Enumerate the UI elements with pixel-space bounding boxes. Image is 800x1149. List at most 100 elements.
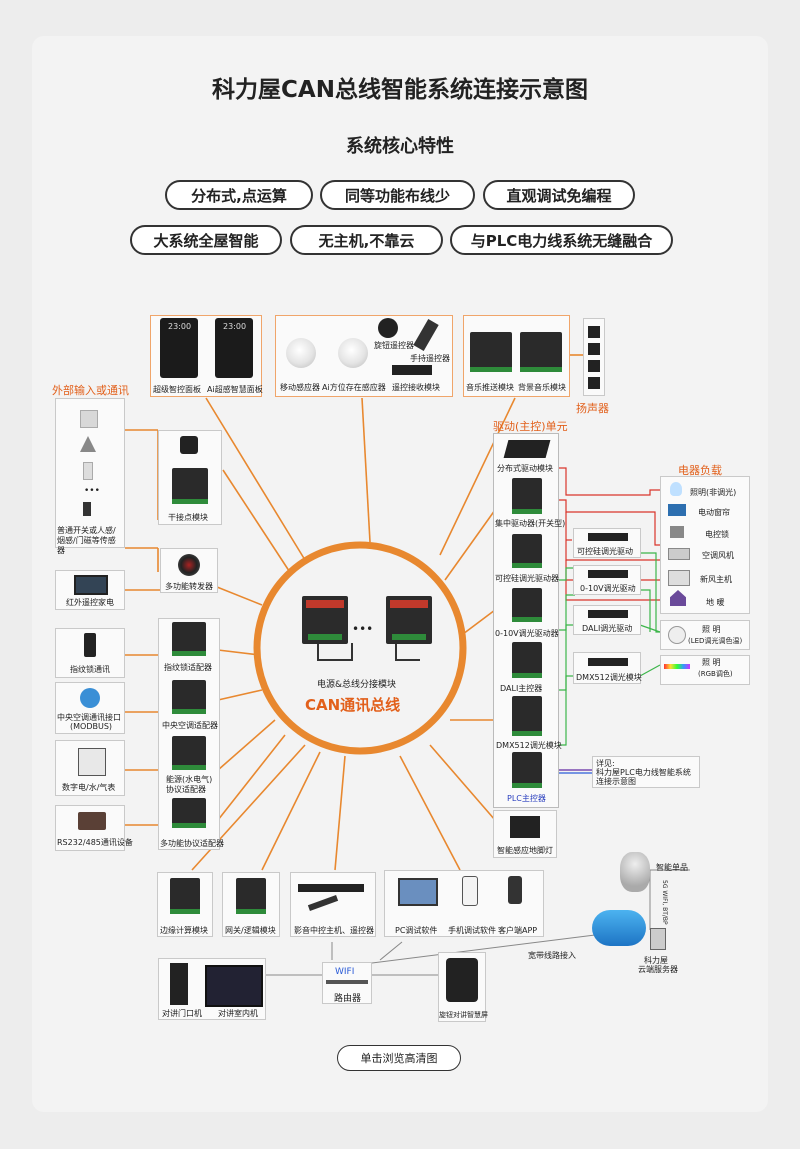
indoor-label: 对讲室内机 <box>218 1009 258 1018</box>
scr-drive-label: 可控硅调光驱动 <box>577 547 633 556</box>
motion-sensor-icon <box>286 338 316 368</box>
door-label: 对讲门口机 <box>162 1009 202 1018</box>
fingerprint-adapter <box>172 622 206 656</box>
footlight-icon <box>510 816 540 838</box>
curtain-label: 电动窗帘 <box>698 508 730 517</box>
loads-box <box>660 476 750 614</box>
knob-label: 旋钮遥控器 <box>374 341 414 350</box>
presence-sensor-icon <box>338 338 368 368</box>
edge-box <box>157 872 213 937</box>
page-title: 科力屋CAN总线智能系统连接示意图 <box>212 77 588 103</box>
fresh-label: 新风主机 <box>700 575 732 584</box>
dali-label: DALI主控器 <box>500 684 543 693</box>
drive-unit-title: 驱动(主控)单元 <box>493 420 568 433</box>
v010-label: 0-10V调光驱动器 <box>495 629 559 638</box>
av-box <box>290 872 376 937</box>
energy-adapter-sublabel: 协议适配器 <box>166 785 206 794</box>
speaker-icon <box>588 343 600 355</box>
app-label: 客户端APP <box>498 926 538 935</box>
wifi-label: WIFI <box>335 967 355 977</box>
smart-screen-icon <box>446 958 478 1002</box>
music-push-module <box>470 332 512 372</box>
knob-icon <box>378 318 398 338</box>
rgb-sublabel: (RGB调色) <box>698 670 733 678</box>
central-label: 集中驱动器(开关型) <box>495 519 566 528</box>
ac-interface-icon <box>80 688 100 708</box>
smart-screen-label: 旋钮对讲智慧屏 <box>439 1011 488 1019</box>
feature-pill-5: 无主机,不靠云 <box>290 225 443 255</box>
speaker-icon <box>588 326 600 338</box>
ir-forwarder-icon <box>178 554 200 576</box>
loads-title: 电器负载 <box>678 464 722 477</box>
feature-pill-1: 分布式,点运算 <box>165 180 313 210</box>
lock-label: 电控锁 <box>705 530 729 539</box>
multi-adapter-label: 多功能协议适配器 <box>160 839 224 848</box>
smart-panel: 23:00 <box>160 318 198 378</box>
motion-label: 移动感应器 <box>280 383 320 392</box>
curtain-icon <box>668 504 686 516</box>
smoke-sensor-icon <box>80 436 96 452</box>
fingerprint-adapter-label: 指纹锁适配器 <box>164 663 212 672</box>
plc-note-box <box>592 756 700 788</box>
v010-drive-label: 0-10V调光驱动 <box>580 584 636 593</box>
av-label: 影音中控主机、遥控器 <box>294 926 374 935</box>
plc-note-label3: 连接示意图 <box>596 777 636 786</box>
server-icon <box>650 928 666 950</box>
router-icon <box>326 980 368 984</box>
ac-device-label: 中央空调通讯接口 <box>57 713 121 722</box>
external-input-title: 外部输入或通讯 <box>52 384 129 397</box>
ir-forwarder-label: 多功能转发器 <box>165 582 213 591</box>
edge-module <box>170 878 200 914</box>
gateway-label: 网关/逻辑模块 <box>225 926 276 935</box>
cloud-icon <box>592 910 646 946</box>
indoor-station-icon <box>205 965 263 1007</box>
feature-pill-4: 大系统全屋智能 <box>130 225 282 255</box>
lighting-label: 照明(非调光) <box>690 488 737 497</box>
cloud-label-1: 科力屋 <box>644 956 668 965</box>
laptop-icon <box>398 878 438 906</box>
dmx-drive-icon <box>588 658 628 666</box>
scr-label: 可控硅调光驱动器 <box>495 574 559 583</box>
plc-label: PLC主控器 <box>507 794 546 803</box>
more-icon: ••• <box>84 486 100 496</box>
bus-module-label: 电源&总线分接模块 <box>317 680 397 690</box>
feature-pill-2: 同等功能布线少 <box>320 180 475 210</box>
scr-drive-icon <box>588 533 628 541</box>
features-heading: 系统核心特性 <box>346 136 454 157</box>
smart-item-label: 智能单品 <box>656 863 688 872</box>
pc-label: PC调试软件 <box>395 926 438 935</box>
edge-label: 边缘计算模块 <box>160 926 208 935</box>
bg-music-module <box>520 332 562 372</box>
feature-pill-3: 直观调试免编程 <box>483 180 635 210</box>
receiver-icon <box>392 365 432 375</box>
speaker-icon <box>588 377 600 389</box>
energy-adapter <box>172 736 206 770</box>
ac-adapter <box>172 680 206 714</box>
floor-heating-icon <box>670 590 686 606</box>
rgb-box <box>660 655 750 685</box>
smart-panel-label: 超级智控面板 <box>153 385 201 394</box>
central-driver <box>512 478 542 514</box>
dmx-drive-label: DMX512调光模块 <box>576 673 642 682</box>
ac-adapter-label: 中央空调适配器 <box>162 721 218 730</box>
ai-panel: 23:00 <box>215 318 253 378</box>
phone-icon <box>462 876 478 906</box>
downlight-icon <box>668 626 686 644</box>
dry-contact-node-icon <box>180 436 198 454</box>
scr-driver <box>512 534 542 568</box>
led-label: 照 明 <box>702 625 721 634</box>
distributed-label: 分布式驱动模块 <box>497 464 553 473</box>
speaker-icon <box>588 360 600 372</box>
app-phone-icon <box>508 876 522 904</box>
rgb-strip-icon <box>664 664 690 669</box>
rs232-device-icon <box>78 812 106 830</box>
fan-icon <box>668 548 690 560</box>
av-host-icon <box>298 884 364 892</box>
footlight-label: 智能感应地脚灯 <box>497 846 553 855</box>
dmx-label: DMX512调光模块 <box>496 741 562 750</box>
v010-driver <box>512 588 542 622</box>
view-hd-button[interactable]: 单击浏览高清图 <box>337 1045 461 1071</box>
dali-drive-icon <box>588 610 628 618</box>
robot-icon <box>620 852 650 892</box>
meter-icon <box>78 748 106 776</box>
